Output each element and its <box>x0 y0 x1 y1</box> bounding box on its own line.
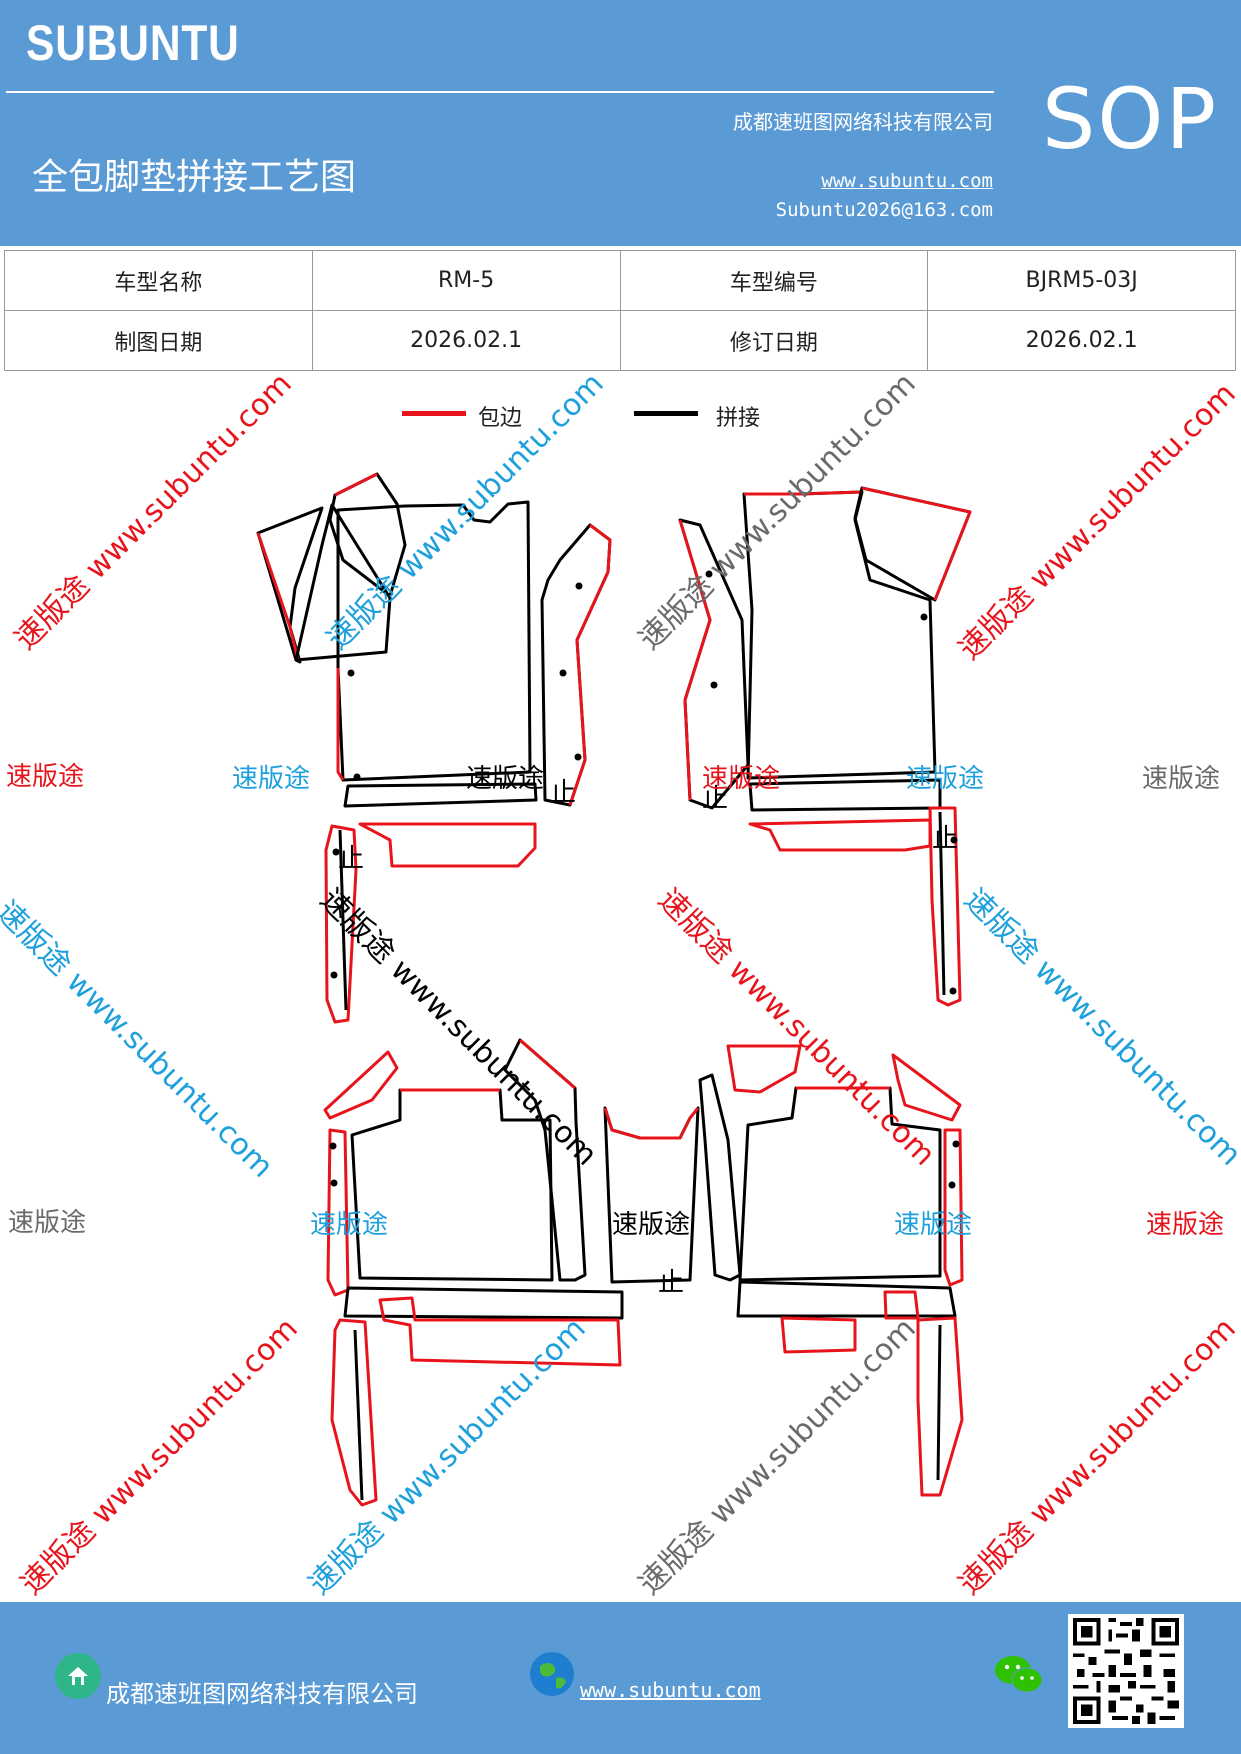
header-divider <box>6 91 994 93</box>
piece-fl-bottom-block <box>358 822 537 868</box>
piece-rl-top-tab <box>323 1050 399 1120</box>
piece-rr-bottom-block <box>780 1316 857 1354</box>
model-name-value: RM-5 <box>311 250 621 311</box>
watermark-text: 速版途 <box>894 1210 973 1240</box>
home-icon <box>55 1653 101 1699</box>
piece-fr-side-strip <box>928 806 962 1007</box>
watermark-text: 速版途 <box>232 764 311 794</box>
piece-fr-triangle-edge <box>861 486 972 601</box>
splice-swatch <box>634 411 698 416</box>
piece-fl-side-strip <box>324 824 358 1024</box>
piece-rl-left-strip <box>326 1128 350 1297</box>
stop-mark: 止 <box>550 778 577 808</box>
header-email[interactable]: Subuntu2026@163.com <box>775 199 993 221</box>
piece-rr-main <box>738 1086 942 1282</box>
piece-fl-wedge <box>294 503 392 662</box>
piece-fl-right-edge <box>568 523 612 806</box>
piece-rl-bottom-block <box>378 1296 622 1367</box>
edge-swatch <box>402 411 466 416</box>
watermark-text: 速版途 <box>466 764 545 794</box>
table-row: 制图日期 2026.02.1 修订日期 2026.02.1 <box>4 310 1236 371</box>
piece-rr-bottom-strip <box>736 1280 957 1318</box>
draw-date-label: 制图日期 <box>4 310 313 371</box>
stop-mark: 止 <box>338 844 365 874</box>
piece-fr-main-edge <box>744 490 863 496</box>
watermark-text: 速版途 <box>1146 1210 1225 1240</box>
piece-fr-triangle <box>853 486 972 602</box>
model-name-label: 车型名称 <box>4 250 313 311</box>
watermark-text: 速版途 <box>612 1210 691 1240</box>
stop-mark: 止 <box>702 784 729 814</box>
piece-rr-block-2 <box>883 1290 920 1320</box>
legend-splice: 拼接 <box>634 400 760 432</box>
piece-fr-bottom-block <box>748 818 932 852</box>
piece-fl-triangle-edge <box>334 472 378 497</box>
page-title: 全包脚垫拼接工艺图 <box>32 157 357 198</box>
piece-fl-triangle <box>328 472 407 598</box>
piece-rr-side-strip <box>916 1316 964 1497</box>
footer-company: 成都速班图网络科技有限公司 <box>106 1680 418 1708</box>
piece-center-tunnel <box>603 1106 700 1284</box>
globe-icon <box>530 1652 574 1696</box>
qr-code <box>1068 1614 1184 1728</box>
brand-logo: SUBUNTU <box>26 15 240 71</box>
watermark-text: 速版途 <box>8 1208 87 1238</box>
wechat-icon <box>995 1656 1043 1693</box>
header-company: 成都速班图网络科技有限公司 <box>733 110 993 134</box>
watermark-text: 速版途 <box>310 1210 389 1240</box>
piece-rl-right-diag-edge <box>519 1038 576 1090</box>
piece-rr-left-diag <box>698 1073 742 1282</box>
watermark-text: 速版途 <box>6 762 85 792</box>
footer-website-link[interactable]: www.subuntu.com <box>580 1678 761 1702</box>
doc-type: SOP <box>1042 70 1219 168</box>
piece-rr-right-strip <box>943 1128 964 1287</box>
info-table: 车型名称 RM-5 车型编号 BJRM5-03J 制图日期 2026.02.1 … <box>4 250 1236 371</box>
piece-rr-right-tab <box>891 1053 962 1122</box>
model-code-label: 车型编号 <box>619 250 929 311</box>
piece-center-tunnel-edge <box>603 1107 700 1140</box>
table-row: 车型名称 RM-5 车型编号 BJRM5-03J <box>4 250 1236 311</box>
piece-fl-top-left-edge <box>256 532 300 661</box>
model-code-value: BJRM5-03J <box>927 250 1236 311</box>
stop-mark: 止 <box>658 1268 685 1298</box>
draw-date-value: 2026.02.1 <box>311 310 621 371</box>
piece-fr-left-strip-edge <box>678 519 712 801</box>
revise-date-label: 修订日期 <box>619 310 929 371</box>
piece-rl-main <box>350 1088 554 1282</box>
stop-mark: 止 <box>932 824 959 854</box>
header-website-link[interactable]: www.subuntu.com <box>821 170 993 192</box>
piece-rl-side-strip <box>330 1318 378 1507</box>
piece-fl-bottom-strip <box>343 782 538 808</box>
piece-rl-bottom-strip <box>343 1286 624 1320</box>
watermark-text: 速版途 <box>906 764 985 794</box>
legend-edge: 包边 <box>402 400 522 432</box>
piece-fl-right <box>540 523 612 807</box>
header: SUBUNTU SOP 成都速班图网络科技有限公司 www.subuntu.co… <box>0 0 1241 246</box>
piece-rr-top-tab <box>726 1044 802 1094</box>
revise-date-value: 2026.02.1 <box>927 310 1236 371</box>
footer: 成都速班图网络科技有限公司 www.subuntu.com <box>0 1602 1241 1754</box>
splice-label: 拼接 <box>716 406 761 431</box>
piece-fl-main-edge <box>336 668 345 781</box>
piece-fl-main <box>336 500 532 782</box>
watermark-text: 速版途 <box>702 764 781 794</box>
edge-label: 包边 <box>478 406 523 431</box>
watermark-text: 速版途 <box>1142 764 1221 794</box>
